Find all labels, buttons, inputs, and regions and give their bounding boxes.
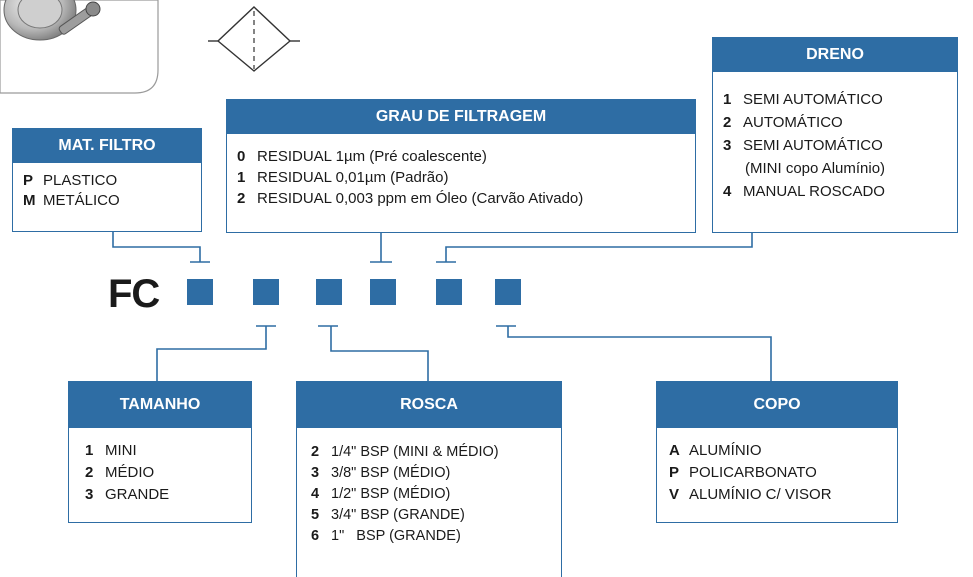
code-slot-grau-filtragem: [370, 279, 396, 305]
code-prefix: FC: [108, 272, 160, 316]
rosca-title: ROSCA: [297, 382, 561, 428]
tamanho-title: TAMANHO: [69, 382, 251, 428]
dreno-note: (MINI copo Alumínio): [745, 160, 886, 177]
copo-title: COPO: [657, 382, 897, 428]
grau-filtragem-title: GRAU DE FILTRAGEM: [227, 100, 695, 134]
dreno-title: DRENO: [713, 38, 957, 72]
code-slot-dreno: [436, 279, 462, 305]
filter-symbol-icon: [208, 6, 300, 72]
code-slot-mat-filtro: [187, 279, 213, 305]
code-slot-copo: [495, 279, 521, 305]
mat-filtro-title: MAT. FILTRO: [13, 129, 201, 163]
product-photo: [0, 0, 159, 94]
code-slot-tamanho: [253, 279, 279, 305]
code-slot-rosca: [316, 279, 342, 305]
